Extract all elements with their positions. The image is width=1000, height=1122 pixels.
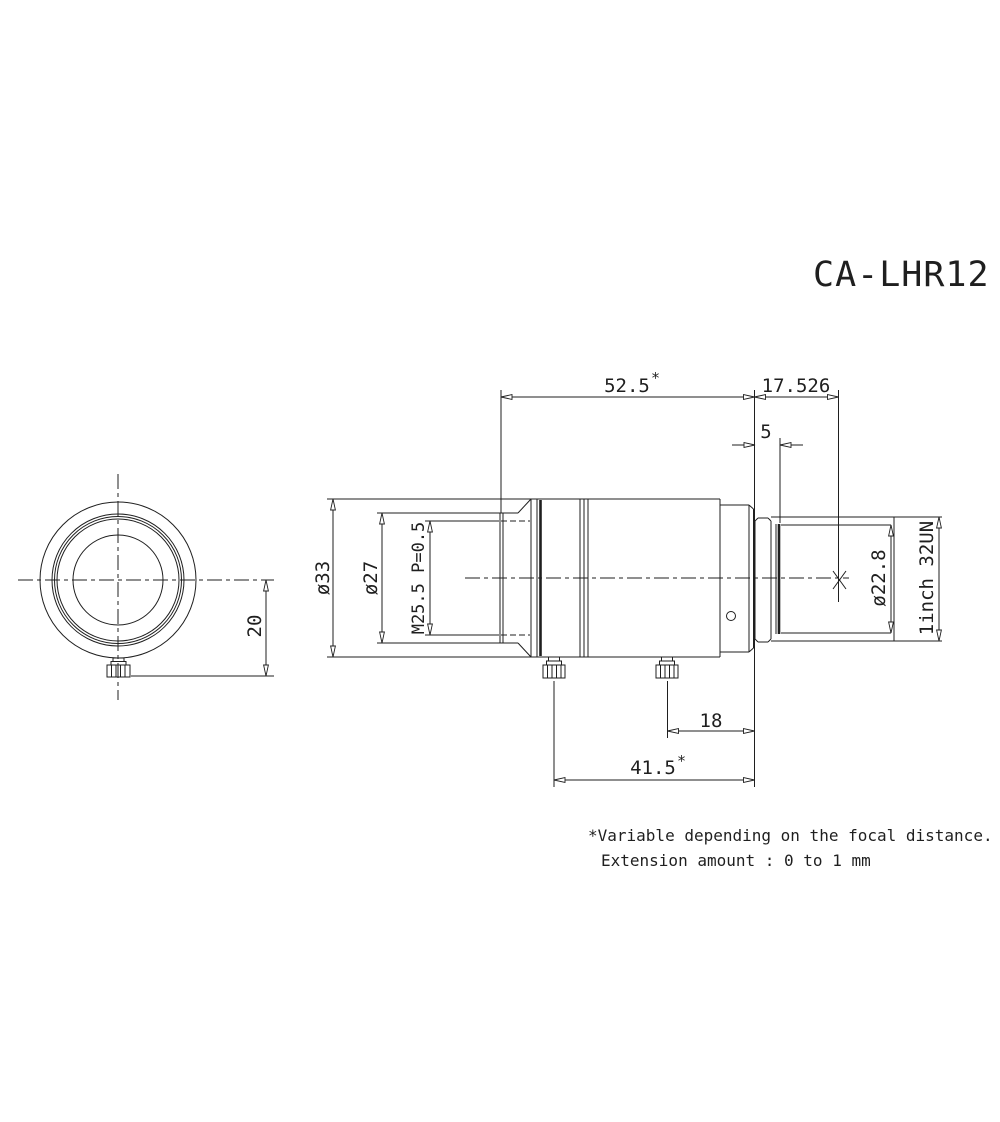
image-plane-marker — [832, 570, 847, 590]
dim-flange-back-label: 17.526 — [762, 375, 831, 397]
side-view-thumbscrew-2 — [655, 656, 679, 679]
set-screw-hole — [726, 611, 736, 621]
dim-filter-thread: M25.5 P=0.5 — [409, 520, 433, 636]
footnote: *Variable depending on the focal distanc… — [588, 826, 993, 870]
dim-mount-minor-diameter-label: ø22.8 — [868, 549, 890, 606]
dim-front-to-mount-marker: * — [651, 369, 660, 387]
dim-barrel-outer-diameter-label: ø33 — [312, 561, 334, 595]
dim-screw-to-mount-label: 18 — [700, 710, 723, 732]
dim-flange-back: 17.526 — [754, 375, 839, 400]
dim-front-outer-diameter-label: ø27 — [360, 561, 382, 595]
front-view: 20 — [18, 474, 274, 700]
dim-mount-minor-diameter: ø22.8 — [868, 524, 894, 634]
side-view — [465, 498, 942, 679]
dim-mount-thread-label: 1inch 32UN — [916, 521, 938, 635]
dim-ring-span-marker: * — [677, 752, 686, 770]
dim-filter-thread-label: M25.5 P=0.5 — [409, 522, 429, 635]
footnote-line2: Extension amount : 0 to 1 mm — [601, 851, 871, 870]
dim-ring-span-label: 41.5 — [630, 757, 676, 779]
dim-knob-offset-label: 20 — [244, 615, 266, 638]
dim-knob-offset: 20 — [131, 579, 274, 677]
dim-front-to-mount: 52.5 * — [500, 369, 755, 400]
drawing-title: CA-LHR12 — [813, 255, 990, 295]
dim-front-to-mount-label: 52.5 — [604, 375, 650, 397]
dim-mount-thread: 1inch 32UN — [916, 516, 942, 642]
side-view-thumbscrew-1 — [542, 656, 566, 679]
front-view-thumbscrew — [106, 657, 131, 678]
dim-barrel-outer-diameter: ø33 — [312, 498, 336, 658]
footnote-line1: *Variable depending on the focal distanc… — [588, 826, 993, 845]
dim-screw-to-mount: 18 — [667, 710, 755, 734]
dimension-annotations: 52.5 * 17.526 5 ø33 ø27 M25.5 P=0.5 — [312, 369, 942, 787]
dim-front-outer-diameter: ø27 — [360, 512, 385, 644]
dim-ring-span: 41.5 * — [553, 752, 755, 783]
dim-thread-relief-label: 5 — [760, 421, 771, 443]
dim-thread-relief: 5 — [732, 421, 803, 448]
